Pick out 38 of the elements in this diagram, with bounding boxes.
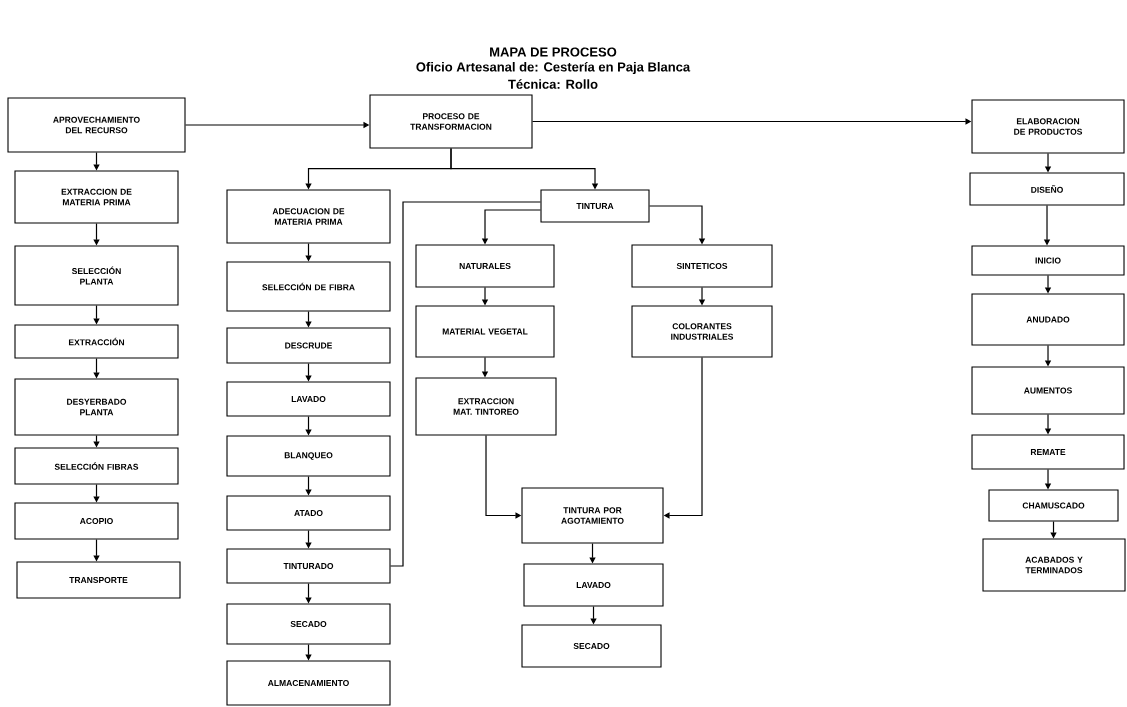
process-box: ELABORACION DE PRODUCTOS (971, 99, 1125, 154)
subtitle: Oficio Artesanal de: Cestería en Paja Blanca (416, 61, 691, 75)
process-box: APROVECHAMIENTO DEL RECURSO (7, 97, 186, 153)
process-box: CHAMUSCADO (988, 489, 1119, 522)
process-box: SELECCIÓN FIBRAS (14, 447, 179, 485)
process-box: TRANSPORTE (16, 561, 181, 599)
process-box: ACABADOS Y TERMINADOS (982, 538, 1126, 592)
process-box: LAVADO (226, 381, 391, 417)
process-box: SECADO (226, 603, 391, 645)
title: MAPA DE PROCESO (490, 47, 617, 57)
process-box: SELECCIÓN PLANTA (14, 245, 179, 306)
process-box: AUMENTOS (971, 366, 1125, 415)
process-box: SINTETICOS (631, 244, 773, 288)
process-box: ANUDADO (971, 293, 1125, 346)
process-box: MATERIAL VEGETAL (415, 305, 555, 358)
process-box: DESYERBADO PLANTA (14, 378, 179, 436)
process-box: INICIO (971, 245, 1125, 276)
process-box: TINTURADO (226, 548, 391, 584)
process-box: SELECCIÓN DE FIBRA (226, 261, 391, 312)
process-box: REMATE (971, 434, 1125, 470)
process-box: SECADO (521, 624, 662, 668)
process-box: PROCESO DE TRANSFORMACION (369, 94, 533, 149)
process-box: ACOPIO (14, 502, 179, 540)
process-box: EXTRACCIÓN (14, 324, 179, 359)
process-box: BLANQUEO (226, 435, 391, 477)
process-box: LAVADO (523, 563, 664, 607)
process-box: DESCRUDE (226, 327, 391, 364)
process-box: EXTRACCION MAT. TINTOREO (415, 377, 557, 436)
process-box: TINTURA (540, 189, 650, 223)
process-box: ALMACENAMIENTO (226, 660, 391, 706)
process-box: TINTURA POR AGOTAMIENTO (521, 487, 664, 544)
process-box: ATADO (226, 495, 391, 531)
process-box: COLORANTES INDUSTRIALES (631, 305, 773, 358)
process-box: DISEÑO (969, 172, 1125, 206)
subtitle: Técnica: Rollo (508, 79, 598, 89)
process-box: NATURALES (415, 244, 555, 288)
process-box: ADECUACION DE MATERIA PRIMA (226, 189, 391, 244)
process-box: EXTRACCION DE MATERIA PRIMA (14, 170, 179, 224)
